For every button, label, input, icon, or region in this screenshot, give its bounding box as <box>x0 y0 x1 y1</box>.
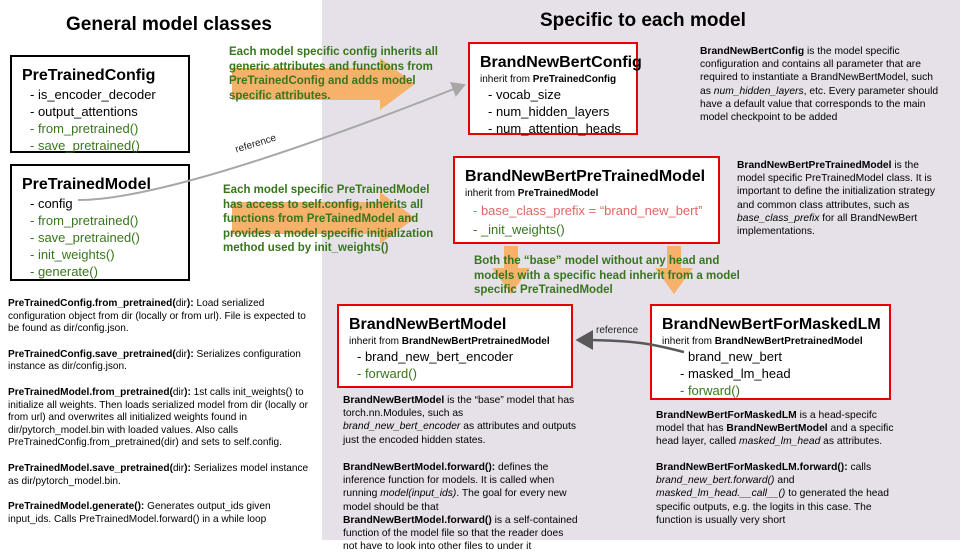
desc-bnb-model: BrandNewBertModel is the “base” model th… <box>343 395 576 446</box>
desc-bnb-masked: BrandNewBertForMaskedLM is a head-specif… <box>656 410 894 448</box>
config-item: - from_pretrained() <box>30 121 139 136</box>
bnb-pretrained-inherit: inherit from PreTrainedModel <box>465 188 599 199</box>
bnb-masked-item: brand_new_bert <box>688 349 782 364</box>
bnb-masked-item: - masked_lm_head <box>680 366 791 381</box>
note-model-from-pretrained: PreTrainedModel.from_pretrained(dir): 1s… <box>8 386 308 449</box>
reference-label-2: reference <box>596 325 639 336</box>
orange-arrow-config <box>232 58 415 110</box>
note-model-generate: PreTrainedModel.generate(): Generates ou… <box>8 501 271 525</box>
header-general: General model classes <box>66 14 272 35</box>
bnb-masked-item: - forward() <box>680 383 740 398</box>
note-config-save-pretrained: PreTrainedConfig.save_pretrained(dir): S… <box>8 348 301 373</box>
note-model-save-pretrained: PreTrainedModel.save_pretrained(dir): Se… <box>8 462 309 487</box>
bnb-config-item: - vocab_size <box>488 87 561 102</box>
bnb-config-box: BrandNewBertConfig inherit from PreTrain… <box>468 42 642 136</box>
bnb-masked-inherit: inherit from BrandNewBertPretrainedModel <box>662 336 863 347</box>
header-specific: Specific to each model <box>540 10 746 31</box>
pretrained-config-box: PreTrainedConfig - is_encoder_decoder - … <box>10 55 190 153</box>
pretrained-model-box: PreTrainedModel - config - from_pretrain… <box>10 164 190 281</box>
orange-arrow-down-left <box>492 246 530 294</box>
reference-arrow-model <box>575 330 685 354</box>
bnb-model-box: BrandNewBertModel inherit from BrandNewB… <box>337 304 573 388</box>
desc-bnb-masked-forward: BrandNewBertForMaskedLM.forward(): calls… <box>656 462 889 526</box>
bnb-config-item: - num_attention_heads <box>488 121 621 136</box>
orange-arrows <box>232 58 693 294</box>
bnb-pretrained-box: BrandNewBertPreTrainedModel inherit from… <box>453 156 720 244</box>
note-config-from-pretrained: PreTrainedConfig.from_pretrained(dir): L… <box>8 298 306 335</box>
desc-bnb-pretrained: BrandNewBertPreTrainedModel is the model… <box>737 160 936 238</box>
bnb-config-item: - num_hidden_layers <box>488 104 610 119</box>
config-item: - output_attentions <box>30 104 138 119</box>
pretrained-config-title: PreTrainedConfig <box>22 67 156 84</box>
note-heads-inherit: Both the “base” model without any head a… <box>474 255 740 296</box>
bnb-pretrained-item: - _init_weights() <box>473 222 565 237</box>
general-method-notes: PreTrainedConfig.from_pretrained(dir): L… <box>8 298 314 539</box>
model-specific-panel <box>322 0 960 540</box>
reference-arrow-config <box>77 81 466 201</box>
bnb-pretrained-item: - base_class_prefix = “brand_new_bert” <box>473 203 703 218</box>
bnb-masked-box: BrandNewBertForMaskedLM inherit from Bra… <box>650 304 891 400</box>
bnb-pretrained-title: BrandNewBertPreTrainedModel <box>465 168 706 185</box>
pretrained-model-title: PreTrainedModel <box>22 176 151 193</box>
bnb-config-inherit: inherit from PreTrainedConfig <box>480 74 617 85</box>
note-config-inherits: Each model specific config inherits all … <box>229 46 438 102</box>
orange-arrow-model <box>232 192 415 244</box>
config-item: - save_pretrained() <box>30 138 140 153</box>
bnb-model-item: - brand_new_bert_encoder <box>357 349 514 364</box>
model-item: - init_weights() <box>30 247 115 262</box>
model-item: - generate() <box>30 264 98 279</box>
bnb-config-title: BrandNewBertConfig <box>480 54 642 71</box>
bnb-model-inherit: inherit from BrandNewBertPretrainedModel <box>349 336 550 347</box>
config-item: - is_encoder_decoder <box>30 87 156 102</box>
desc-bnb-model-forward: BrandNewBertModel.forward(): defines the… <box>343 462 578 553</box>
desc-bnb-config: BrandNewBertConfig is the model specific… <box>700 46 939 124</box>
reference-arrows <box>77 81 685 354</box>
bnb-model-item: - forward() <box>357 366 417 381</box>
bnb-masked-title: BrandNewBertForMaskedLM <box>662 316 881 333</box>
note-model-inherits: Each model specific PreTrainedModel has … <box>223 184 434 254</box>
orange-arrow-down-right <box>655 246 693 294</box>
model-item: - config <box>30 196 73 211</box>
model-item: - save_pretrained() <box>30 230 140 245</box>
bnb-model-title: BrandNewBertModel <box>349 316 507 333</box>
model-item: - from_pretrained() <box>30 213 139 228</box>
